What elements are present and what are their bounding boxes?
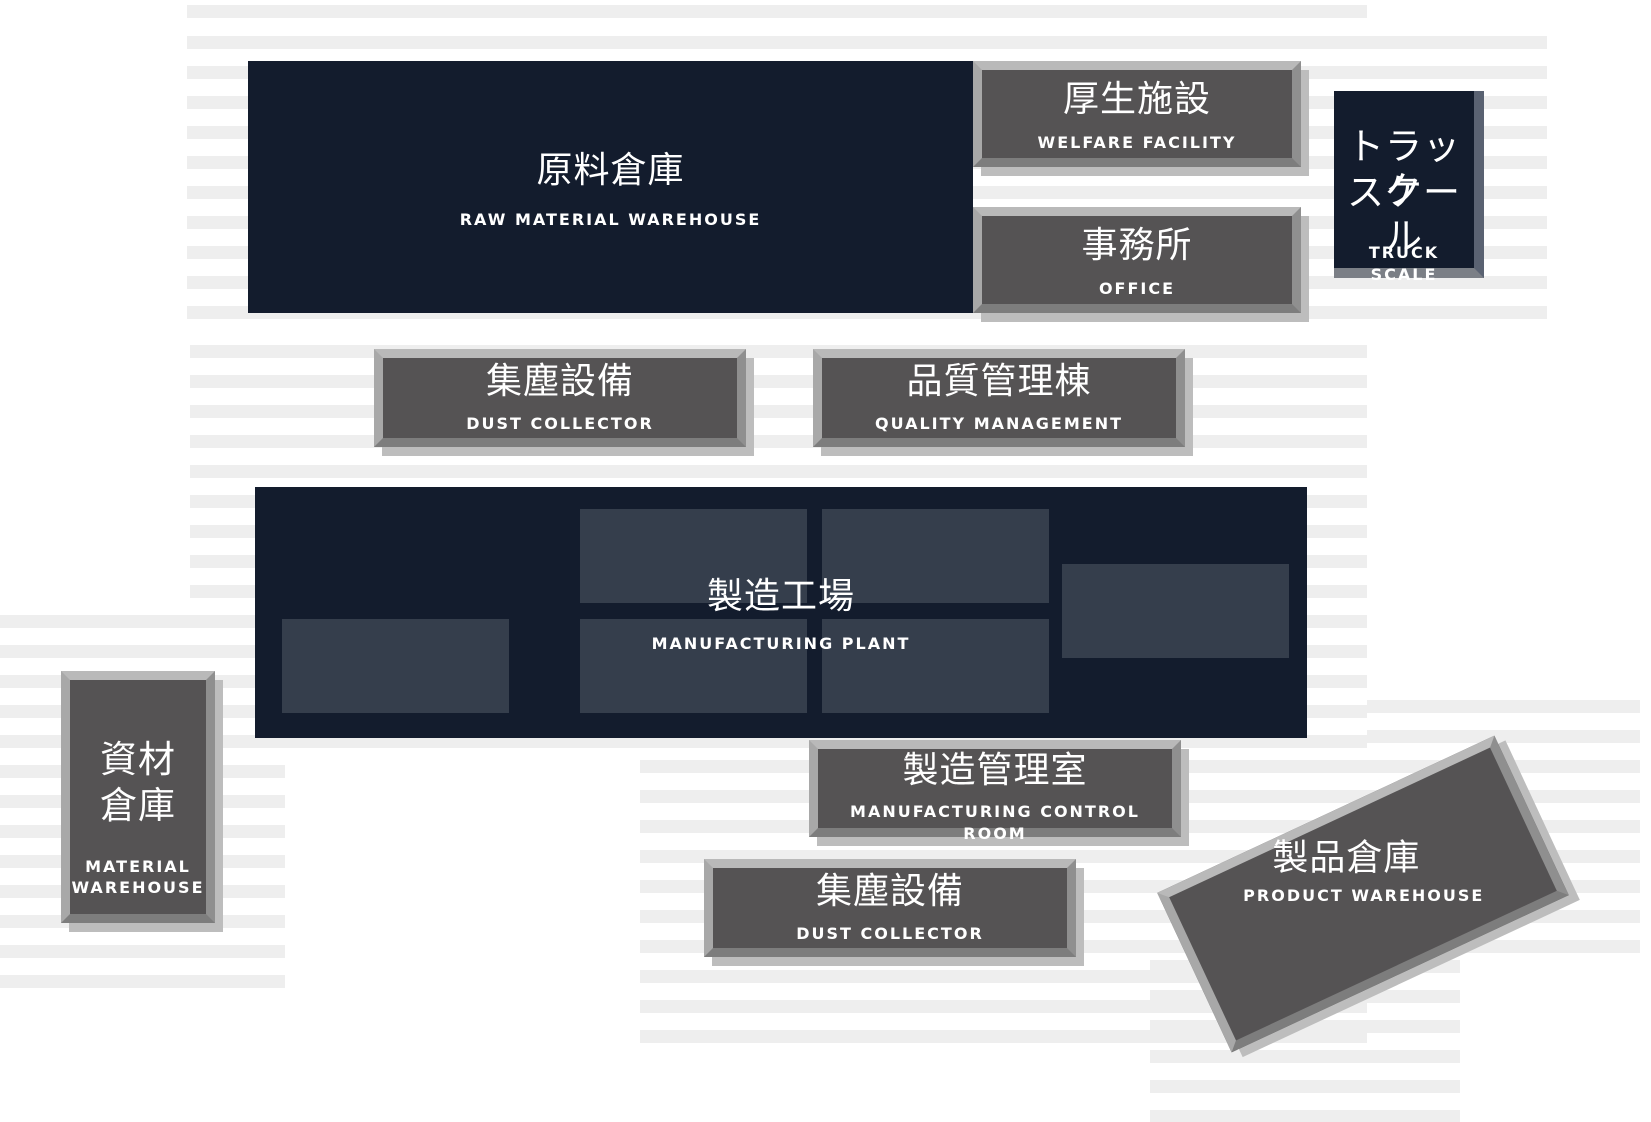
truck-scale: トラック スケール TRUCK SCALE	[1334, 91, 1484, 284]
manufacturing-control-room-jp-label: 製造管理室	[902, 750, 1088, 791]
material-warehouse-jp-label-line1: 資材	[100, 738, 176, 781]
product-warehouse-en-label: PRODUCT WAREHOUSE	[1243, 885, 1485, 905]
truck-scale-en-label: TRUCK SCALE	[1368, 243, 1440, 284]
office-en-label: OFFICE	[1098, 279, 1176, 298]
plant-inner-block	[822, 509, 1049, 603]
dust-collector-lower-en-label: DUST COLLECTOR	[796, 924, 984, 943]
welfare-facility: 厚生施設 WELFARE FACILITY	[973, 61, 1301, 167]
ground-stripe	[640, 1000, 1367, 1013]
office: 事務所 OFFICE	[973, 207, 1301, 313]
manufacturing-control-room-en-label: MANUFACTURING CONTROL ROOM	[850, 802, 1140, 843]
ground-stripe	[0, 945, 285, 958]
ground-stripe	[640, 1030, 1367, 1043]
ground-stripe	[640, 970, 1367, 983]
manufacturing-plant: 製造工場 MANUFACTURING PLANT	[255, 487, 1307, 738]
raw-material-warehouse-jp-label: 原料倉庫	[536, 150, 685, 191]
quality-management-en-label: QUALITY MANAGEMENT	[875, 414, 1123, 433]
welfare-facility-jp-label: 厚生施設	[1062, 79, 1211, 120]
raw-material-warehouse-en-label: RAW MATERIAL WAREHOUSE	[459, 210, 762, 229]
manufacturing-plant-jp-label: 製造工場	[706, 576, 855, 617]
ground-stripe	[1150, 1020, 1460, 1033]
manufacturing-plant-en-label: MANUFACTURING PLANT	[651, 634, 911, 653]
ground-stripe	[187, 5, 1367, 18]
ground-stripe	[190, 375, 1367, 388]
ground-stripe	[190, 435, 1367, 448]
manufacturing-control-room: 製造管理室 MANUFACTURING CONTROL ROOM	[809, 740, 1181, 843]
ground-stripe	[190, 405, 1367, 418]
quality-management-jp-label: 品質管理棟	[906, 361, 1092, 402]
dust-collector-lower-jp-label: 集塵設備	[815, 871, 964, 912]
material-warehouse-jp-label-line2: 倉庫	[100, 784, 176, 827]
ground-stripe	[1367, 730, 1640, 743]
ground-stripe	[190, 465, 1367, 478]
plant-inner-block	[822, 619, 1049, 713]
product-warehouse-jp-label: 製品倉庫	[1272, 837, 1421, 879]
quality-management: 品質管理棟 QUALITY MANAGEMENT	[813, 349, 1185, 447]
dust-collector-upper-en-label: DUST COLLECTOR	[466, 414, 654, 433]
plant-inner-block	[580, 509, 807, 603]
office-jp-label: 事務所	[1081, 225, 1193, 266]
ground-stripe	[190, 345, 1367, 358]
plant-inner-block	[1062, 564, 1289, 658]
ground-stripe	[1367, 700, 1640, 713]
ground-stripe	[1150, 1080, 1460, 1093]
ground-stripe	[0, 975, 285, 988]
truck-scale-jp-label-line1: トラック	[1347, 125, 1461, 213]
plant-inner-block	[580, 619, 807, 713]
dust-collector-lower: 集塵設備 DUST COLLECTOR	[704, 859, 1076, 957]
ground-stripe	[0, 615, 285, 628]
dust-collector-upper-jp-label: 集塵設備	[485, 361, 634, 402]
truck-scale-jp-label-line2: スケール	[1347, 171, 1461, 259]
ground-stripe	[1150, 1110, 1460, 1122]
plant-inner-block	[282, 619, 509, 713]
welfare-facility-en-label: WELFARE FACILITY	[1037, 133, 1237, 152]
material-warehouse: 資材 倉庫 MATERIAL WAREHOUSE	[61, 671, 215, 923]
material-warehouse-en-label-line1: MATERIAL	[85, 857, 191, 876]
dust-collector-upper: 集塵設備 DUST COLLECTOR	[374, 349, 746, 447]
material-warehouse-en-label-line2: WAREHOUSE	[71, 878, 205, 897]
raw-material-warehouse: 原料倉庫 RAW MATERIAL WAREHOUSE	[248, 61, 973, 313]
ground-stripe	[1150, 1050, 1460, 1063]
ground-stripe	[187, 36, 1547, 49]
ground-stripe	[0, 645, 285, 658]
